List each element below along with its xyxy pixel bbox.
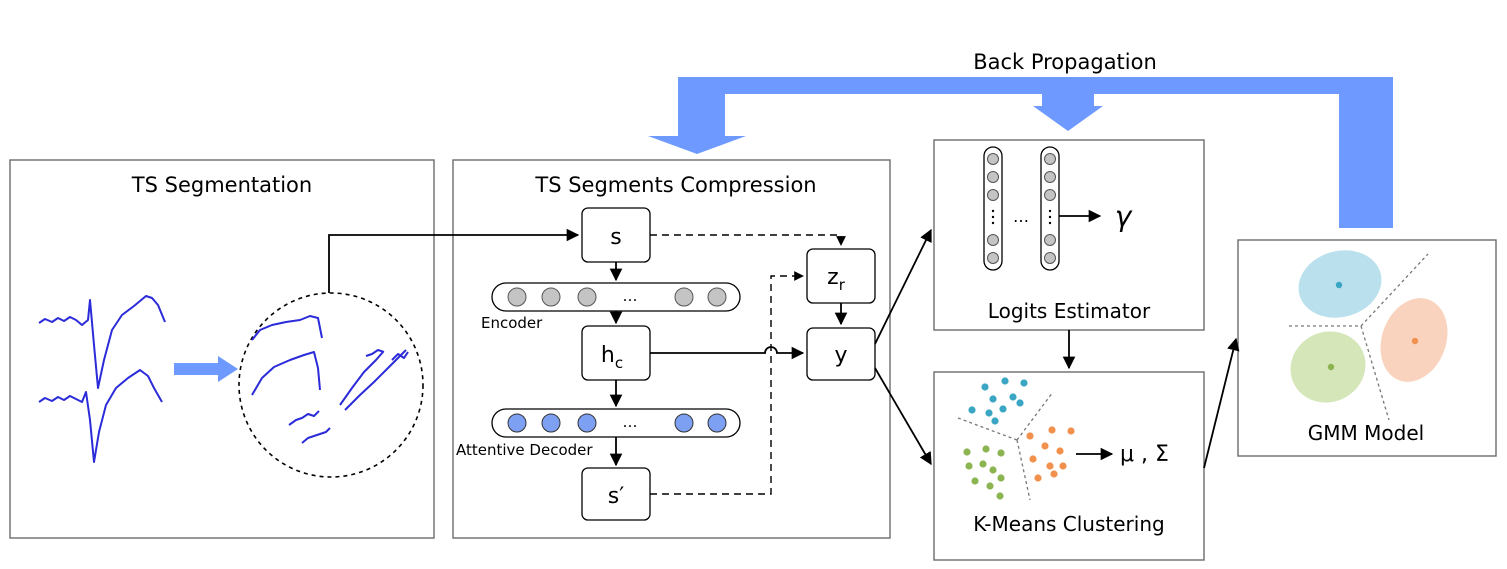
decoder-layer	[491, 408, 741, 438]
logits-layer-2	[1040, 146, 1060, 271]
attentive-decoder-label: Attentive Decoder	[456, 441, 593, 459]
logits-layer-1	[983, 146, 1003, 271]
ts-segmentation-panel	[9, 159, 435, 539]
encoder-ellipsis: …	[623, 287, 638, 305]
encoder-layer	[491, 282, 741, 312]
back-propagation-label: Back Propagation	[973, 50, 1157, 74]
time-series-segments	[251, 315, 409, 444]
segmentation-arrow	[174, 356, 238, 382]
gmm-components	[1290, 250, 1448, 403]
logits-estimator-panel	[933, 139, 1205, 331]
encoder-label: Encoder	[481, 314, 543, 332]
kmeans-cluster-orange	[1026, 426, 1075, 482]
logits-units-1	[987, 153, 999, 264]
logits-ellipsis: …	[1013, 207, 1029, 226]
kmeans-cluster-blue	[968, 377, 1028, 425]
decoder-units	[507, 413, 727, 433]
decoder-ellipsis: …	[623, 413, 638, 431]
node-y	[806, 327, 876, 381]
gmm-model-title: GMM Model	[1308, 421, 1424, 445]
gmm-boundaries	[1289, 253, 1429, 421]
compression-arrows	[328, 228, 848, 495]
logits-units-2	[1044, 153, 1056, 264]
node-y-label: y	[834, 343, 847, 368]
ts-segments-compression-title: TS Segments Compression	[534, 173, 816, 197]
node-s-prime-label: s′	[608, 484, 624, 509]
inter-panel-arrows	[874, 228, 1240, 469]
kmeans-cluster-green	[963, 445, 1005, 500]
kmeans-clustering-title: K-Means Clustering	[973, 512, 1164, 536]
kmeans-boundaries	[957, 391, 1054, 501]
encoder-units	[507, 287, 727, 307]
segments-circle	[238, 292, 424, 478]
gamma-symbol: γ	[1115, 200, 1133, 233]
node-zr-label: zr	[827, 265, 846, 294]
node-s-label: s	[610, 225, 621, 250]
raw-time-series	[38, 295, 166, 463]
ts-segmentation-title: TS Segmentation	[131, 173, 312, 197]
kmeans-clustering-panel	[933, 371, 1205, 561]
logits-estimator-title: Logits Estimator	[988, 299, 1151, 323]
mu-sigma-symbols: μ , Σ	[1120, 442, 1169, 467]
node-hc-label: hc	[601, 343, 623, 372]
back-propagation-arrows	[648, 77, 1393, 228]
